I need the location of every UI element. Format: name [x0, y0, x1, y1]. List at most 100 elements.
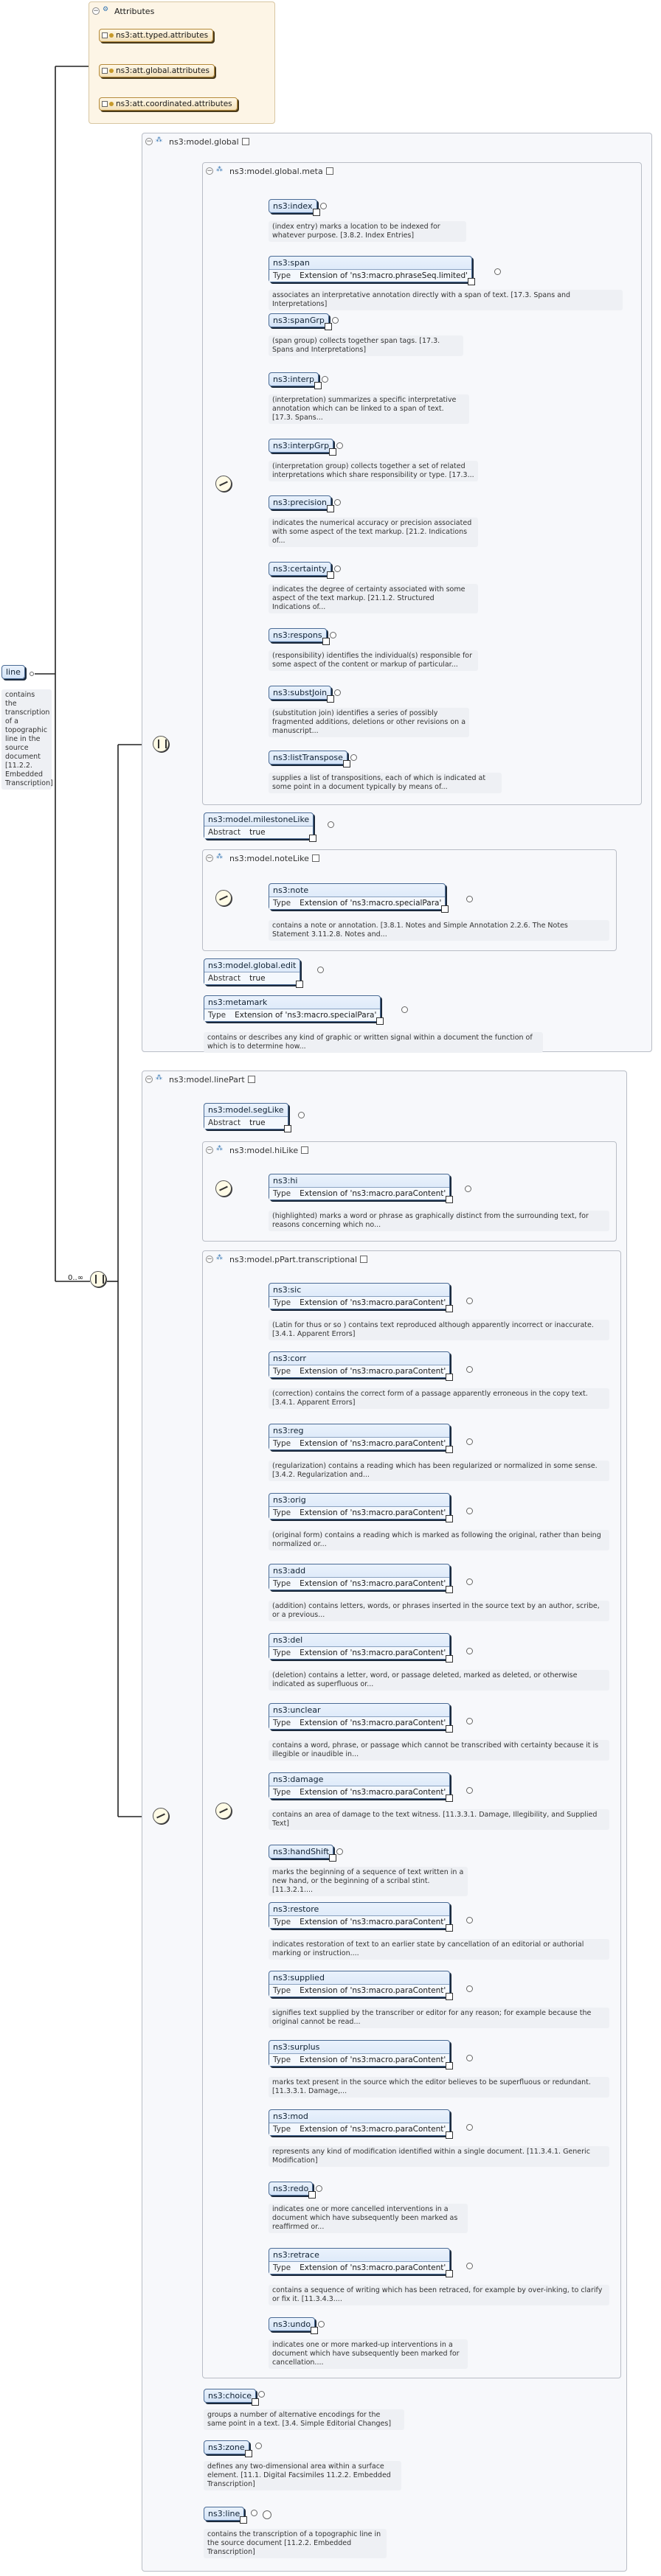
link-icon[interactable] — [446, 1515, 454, 1522]
expand-icon[interactable] — [466, 1917, 473, 1924]
link-icon[interactable] — [446, 1725, 454, 1733]
link-icon[interactable] — [312, 209, 320, 216]
expand-icon[interactable] — [328, 821, 334, 828]
sequence-compositor-icon[interactable] — [153, 736, 169, 752]
collapse-icon[interactable]: − — [145, 1076, 153, 1083]
element-ns3-interp[interactable]: ns3:interp — [269, 372, 322, 389]
expand-icon[interactable] — [336, 442, 343, 449]
attribute-group[interactable]: ns3:att.coordinated.attributes — [99, 97, 238, 111]
expand-icon[interactable] — [466, 1298, 473, 1304]
element-ns3-redo[interactable]: ns3:redo — [269, 2182, 316, 2199]
link-icon[interactable] — [446, 1374, 454, 1381]
link-icon[interactable] — [309, 835, 317, 842]
expand-icon[interactable] — [466, 1508, 473, 1514]
expand-icon[interactable] — [334, 565, 341, 572]
choice-compositor-icon[interactable] — [215, 1803, 232, 1819]
link-icon[interactable] — [446, 1655, 454, 1663]
link-icon[interactable] — [240, 2516, 248, 2524]
link-icon[interactable] — [322, 638, 330, 645]
collapse-icon[interactable]: − — [206, 854, 213, 862]
element-ns3-choice[interactable]: ns3:choice — [204, 2389, 260, 2406]
expand-icon[interactable] — [466, 1787, 473, 1794]
link-icon[interactable] — [446, 2270, 454, 2277]
expand-icon[interactable] — [336, 1848, 343, 1855]
element-ns3-precision[interactable]: ns3:precision — [269, 495, 335, 512]
expand-icon[interactable] — [466, 2055, 473, 2061]
link-icon[interactable] — [308, 2191, 316, 2199]
link-icon[interactable] — [327, 505, 335, 512]
collapse-icon[interactable]: − — [92, 7, 100, 15]
expand-icon[interactable] — [466, 2124, 473, 2131]
link-icon[interactable] — [446, 1586, 454, 1593]
element-ns3-zone[interactable]: ns3:zone — [204, 2440, 252, 2457]
choice-compositor-icon[interactable] — [153, 1808, 169, 1824]
expand-icon[interactable] — [466, 1648, 473, 1654]
expand-icon[interactable] — [316, 2185, 322, 2192]
link-icon[interactable] — [296, 981, 304, 988]
link-icon[interactable] — [446, 1924, 454, 1932]
expand-icon[interactable] — [330, 632, 336, 638]
element-ns3-handshift[interactable]: ns3:handShift — [269, 1845, 337, 1862]
attribute-group[interactable]: ns3:att.typed.attributes — [99, 29, 214, 42]
link-icon[interactable] — [329, 1854, 337, 1862]
expand-icon[interactable] — [466, 1985, 473, 1992]
choice-compositor-icon[interactable] — [215, 1180, 232, 1197]
expand-icon[interactable] — [334, 689, 341, 696]
expand-icon[interactable] — [466, 1438, 473, 1445]
link-icon[interactable] — [376, 1017, 384, 1025]
expand-icon[interactable] — [255, 2443, 262, 2449]
element-ns3-index[interactable]: ns3:index — [269, 199, 320, 216]
element-ns3-line[interactable]: ns3:line — [204, 2507, 248, 2524]
link-icon[interactable] — [441, 905, 449, 913]
expand-icon[interactable] — [350, 754, 357, 761]
link-icon[interactable] — [446, 2062, 454, 2069]
link-icon[interactable] — [446, 1305, 454, 1312]
expand-icon[interactable] — [251, 2510, 257, 2516]
expand-icon[interactable] — [332, 317, 339, 324]
choice-compositor-icon[interactable] — [215, 890, 232, 906]
expand-icon[interactable] — [318, 2321, 325, 2328]
expand-icon[interactable] — [466, 1578, 473, 1585]
element-ns3-substjoin[interactable]: ns3:substJoin — [269, 686, 335, 703]
link-icon[interactable] — [446, 1795, 454, 1802]
expand-icon[interactable] — [298, 1112, 305, 1118]
link-icon[interactable] — [468, 278, 476, 285]
element-ns3-certainty[interactable]: ns3:certainty — [269, 562, 334, 579]
expand-icon[interactable] — [466, 1366, 473, 1373]
collapse-icon[interactable]: − — [145, 138, 153, 145]
expand-icon[interactable] — [258, 2391, 265, 2398]
link-icon[interactable] — [314, 382, 322, 389]
link-icon[interactable] — [244, 2450, 252, 2457]
collapse-icon[interactable]: − — [206, 1146, 213, 1154]
expand-icon[interactable] — [401, 1006, 408, 1013]
link-icon[interactable] — [446, 1446, 454, 1453]
expand-icon[interactable] — [322, 376, 328, 383]
element-ns3-listtranspose[interactable]: ns3:listTranspose — [269, 751, 350, 767]
expand-icon[interactable] — [465, 1186, 471, 1192]
expand-icon[interactable] — [466, 1718, 473, 1724]
element-ns3-respons[interactable]: ns3:respons — [269, 628, 330, 645]
element-ns3-interpgrp[interactable]: ns3:interpGrp — [269, 439, 337, 456]
element-ns3-undo[interactable]: ns3:undo — [269, 2317, 319, 2334]
link-icon[interactable] — [446, 1993, 454, 2000]
sequence-compositor-icon[interactable] — [90, 1271, 106, 1287]
link-icon[interactable] — [446, 2131, 454, 2139]
expand-icon[interactable] — [320, 203, 327, 209]
